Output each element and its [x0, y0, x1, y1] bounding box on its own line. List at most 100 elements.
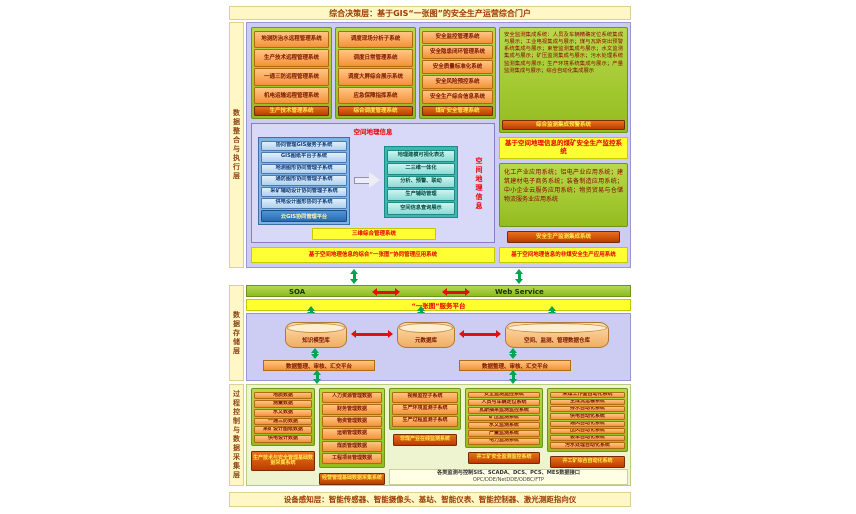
noncoal-app-strip: 基于空间地理信息的非煤安全生产应用系统	[499, 247, 628, 263]
automation-system-item: 通风自动化系统	[550, 420, 625, 427]
monitor-system-item: 产量监测系统	[468, 430, 540, 437]
dispatch-highlight: 综合调度管理系统	[338, 105, 413, 116]
gis-subsystem-item: 通防图形协同管理子系统	[261, 175, 347, 186]
data-item: 工程项目管理数据	[322, 453, 382, 465]
system-item: 安全风险预控系统	[422, 75, 493, 90]
safety-list: 安全监控管理系统安全隐患闭环管理系统安全质量标准化系统安全风险预控系统安全生产综…	[422, 30, 493, 105]
subsystem-item: 视频监控子系统	[392, 391, 458, 403]
data-item: 供电设计数据	[254, 434, 312, 443]
monitoring-integration-group: 安全监测集成系统：人员及车辆精确定位系统集成与展示；工业电视集成与展示；煤与瓦斯…	[499, 27, 628, 133]
lr-arrow-icon	[442, 287, 470, 297]
knowledge-db-cylinder: 知识模型库	[285, 322, 347, 348]
gis-subsystem-item: 地测图形协同管理子系统	[261, 163, 347, 174]
automation-system-item: 排水自动化系统	[550, 406, 625, 413]
safety-highlight: 煤矿安全管理系统	[422, 105, 493, 116]
gis-capability-item: 分析、预警、联动	[387, 175, 455, 189]
safety-monitor-group: 安全监测监控系统人员与车辆定位系统瓦斯抽采监测监控系统矿压监测系统水文监测系统产…	[465, 388, 543, 448]
system-item: 生产技术远程管理系统	[254, 49, 329, 67]
onemap-platform-strip: “一张图”服务平台	[246, 299, 631, 311]
remote-management-group: 地测防治水远程管理系统生产技术远程管理系统一通三防远程管理系统机电运输远程管理系…	[251, 27, 332, 119]
warehouse-db-label: 空间、监测、管理数据仓库	[523, 338, 590, 344]
lr-arrow-icon	[459, 330, 501, 339]
top-banner: 综合决策层：基于GIS“一张图”的安全生产运营综合门户	[229, 6, 631, 20]
system-item: 安全监控管理系统	[422, 30, 493, 45]
warehouse-db-cylinder: 空间、监测、管理数据仓库	[505, 322, 609, 348]
interface-line2: OPC/DDE/NetDDE/ODBC/FTP	[472, 477, 545, 484]
three-d-management-banner: 三维综合管理系统	[312, 228, 436, 240]
collector-underground-automation: 井工矿综合自动化系统	[550, 456, 625, 468]
lr-arrow-icon	[351, 330, 393, 339]
knowledge-db-label: 知识模型库	[302, 338, 330, 344]
coal-monitor-banner: 基于空间地理信息的煤矿安全生产监控系统	[499, 137, 628, 159]
interface-line1: 各类监测与控制SIS、SCADA、DCS、PCS、MES数据接口	[437, 470, 580, 477]
system-item: 安全隐患闭环管理系统	[422, 45, 493, 60]
double-arrow-icon	[350, 269, 359, 284]
gis-capability-item: 空间信息查询展示	[387, 202, 455, 215]
noncoal-industry-text: 化工产业应用系统；铝电产业应用系统；建筑建材电子商务系统；装备制造应用系统；中小…	[504, 169, 623, 203]
gis-subsystem-item: 协同管理GIS服务子系统	[261, 140, 347, 151]
webservice-label: Web Service	[495, 287, 544, 296]
monitor-system-item: 电力监测系统	[468, 437, 540, 445]
system-item: 调度现场分析子系统	[338, 30, 413, 49]
metadata-db-cylinder: 元数据库	[397, 322, 455, 348]
monitor-system-item: 人员与车辆定位系统	[468, 399, 540, 406]
automation-system-item: 主煤流运输系统	[550, 398, 625, 405]
remote-management-list: 地测防治水远程管理系统生产技术远程管理系统一通三防远程管理系统机电运输远程管理系…	[254, 30, 329, 105]
collector-noncoal-monitor: 非煤产业在线监测系统	[393, 434, 457, 446]
automation-system-item: 装车自动化系统	[550, 435, 625, 442]
system-item: 安全质量标准化系统	[422, 60, 493, 75]
soa-label: SOA	[289, 287, 306, 296]
double-arrow-icon	[311, 348, 320, 359]
double-arrow-icon	[313, 370, 322, 384]
dispatch-list: 调度现场分析子系统调度日常管理系统调度大屏综合展示系统应急保障指挥系统	[338, 30, 413, 105]
gis-side-label: 空间地理信息	[475, 157, 483, 211]
collector-underground-safety: 井工矿安全监测监控系统	[468, 452, 540, 464]
data-item: 测量数据	[254, 400, 312, 408]
automation-system-item: 采煤工作面自动化系统	[550, 391, 625, 398]
gis-capability-item: 生产辅助管理	[387, 189, 455, 202]
process-layer-panel: 地质数据测量数据水文数据一通三防数据采矿设计图纸数据供电设计数据 生产技术与安全…	[246, 384, 631, 486]
gis-capability-item: 地理建模可视化表达	[387, 149, 455, 162]
monitor-system-item: 矿压监测系统	[468, 414, 540, 422]
collector-production-tech: 生产技术与安全管理基础数据采集系统	[251, 451, 315, 471]
cloud-gis-platform: 云GIS协同管理平台	[261, 210, 347, 222]
system-item: 机电运输远程管理系统	[254, 86, 329, 105]
monitoring-integration-text: 安全监测集成系统：人员及车辆精确定位系统集成与展示；工业电视集成与展示；煤与瓦斯…	[504, 32, 623, 74]
noncoal-highlight: 安全生产监测集成系统	[507, 231, 620, 243]
video-monitor-group: 视频监控子系统生产环境监测子系统生产过程监测子系统	[389, 388, 461, 430]
monitor-system-item: 水文监测系统	[468, 422, 540, 430]
gis-subsystem-item: 供电设计图形协同子系统	[261, 198, 347, 209]
gis-capability-item: 二三维一体化	[387, 162, 455, 175]
interface-strip: 各类监测与控制SIS、SCADA、DCS、PCS、MES数据接口 OPC/DDE…	[389, 469, 628, 485]
layer-label-integration: 数据整合与执行层	[229, 22, 244, 268]
dispatch-group: 调度现场分析子系统调度日常管理系统调度大屏综合展示系统应急保障指挥系统 综合调度…	[335, 27, 416, 119]
gis-capability-box: 地理建模可视化表达二三维一体化分析、预警、联动生产辅助管理空间信息查询展示	[384, 146, 458, 218]
double-arrow-icon	[515, 269, 524, 284]
double-arrow-icon	[509, 370, 518, 384]
double-arrow-icon	[509, 348, 518, 359]
metadata-db-label: 元数据库	[414, 338, 437, 344]
system-item: 地测防治水远程管理系统	[254, 30, 329, 49]
system-item: 一通三防远程管理系统	[254, 67, 329, 86]
automation-system-item: 污水处理自动化系统	[550, 442, 625, 449]
automation-system-item: 供电自动化系统	[550, 413, 625, 420]
gis-subsystem-item: 采矿辅助设计协同管理子系统	[261, 186, 347, 197]
data-item: 一通三防数据	[254, 417, 312, 426]
system-item: 调度大屏综合展示系统	[338, 67, 413, 86]
data-item: 水文数据	[254, 408, 312, 417]
monitoring-warning-highlight: 综合监测集成预警系统	[502, 119, 625, 130]
system-item: 调度日常管理系统	[338, 49, 413, 67]
lr-arrow-icon	[372, 287, 400, 297]
subsystem-item: 生产环境监测子系统	[392, 403, 458, 415]
data-item: 运销管理数据	[322, 428, 382, 440]
soa-bar: SOA Web Service	[246, 285, 631, 297]
monitor-system-item: 瓦斯抽采监测监控系统	[468, 406, 540, 414]
gis-title: 空间地理信息	[353, 128, 393, 136]
storage-layer-panel: 知识模型库 元数据库 空间、监测、管理数据仓库 数据整理、审核、汇交平台 数据整…	[246, 313, 631, 381]
automation-system-item: 压风自动化系统	[550, 427, 625, 434]
system-item: 安全生产综合信息系统	[422, 90, 493, 105]
collector-operation: 经营管理基础数据采集系统	[319, 473, 385, 485]
